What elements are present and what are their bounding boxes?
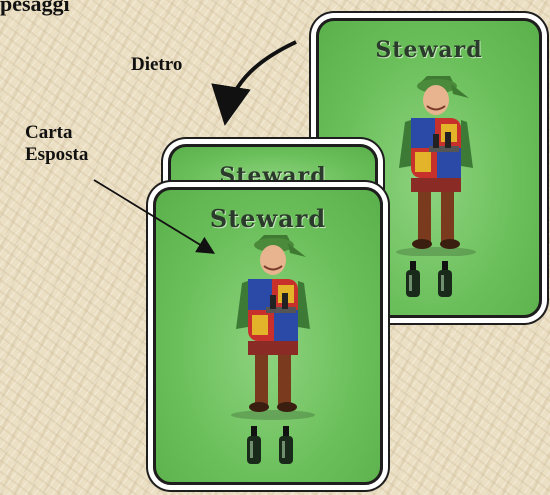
label-dietro: Dietro xyxy=(131,54,182,76)
bottle-icon xyxy=(278,426,294,464)
label-carta-line1: Carta xyxy=(25,122,88,144)
bottle-icon xyxy=(246,426,262,464)
bottle-icon xyxy=(405,261,421,297)
label-carta-esposta: Carta Esposta xyxy=(25,122,88,166)
curved-arrow-icon xyxy=(226,42,296,118)
card-front-bottles xyxy=(246,426,294,464)
label-carta-line2: Esposta xyxy=(25,144,88,166)
card-back-title: Steward xyxy=(319,37,539,63)
card-front[interactable]: Steward xyxy=(153,187,383,485)
card-front-title: Steward xyxy=(156,204,380,233)
bottle-icon xyxy=(437,261,453,297)
card-back-bottles xyxy=(405,261,453,297)
card-middle-title: Steward xyxy=(171,163,375,189)
steward-figure-icon xyxy=(208,235,338,420)
steward-figure-icon xyxy=(371,76,501,256)
header-partial-text: pesaggi xyxy=(0,0,70,17)
